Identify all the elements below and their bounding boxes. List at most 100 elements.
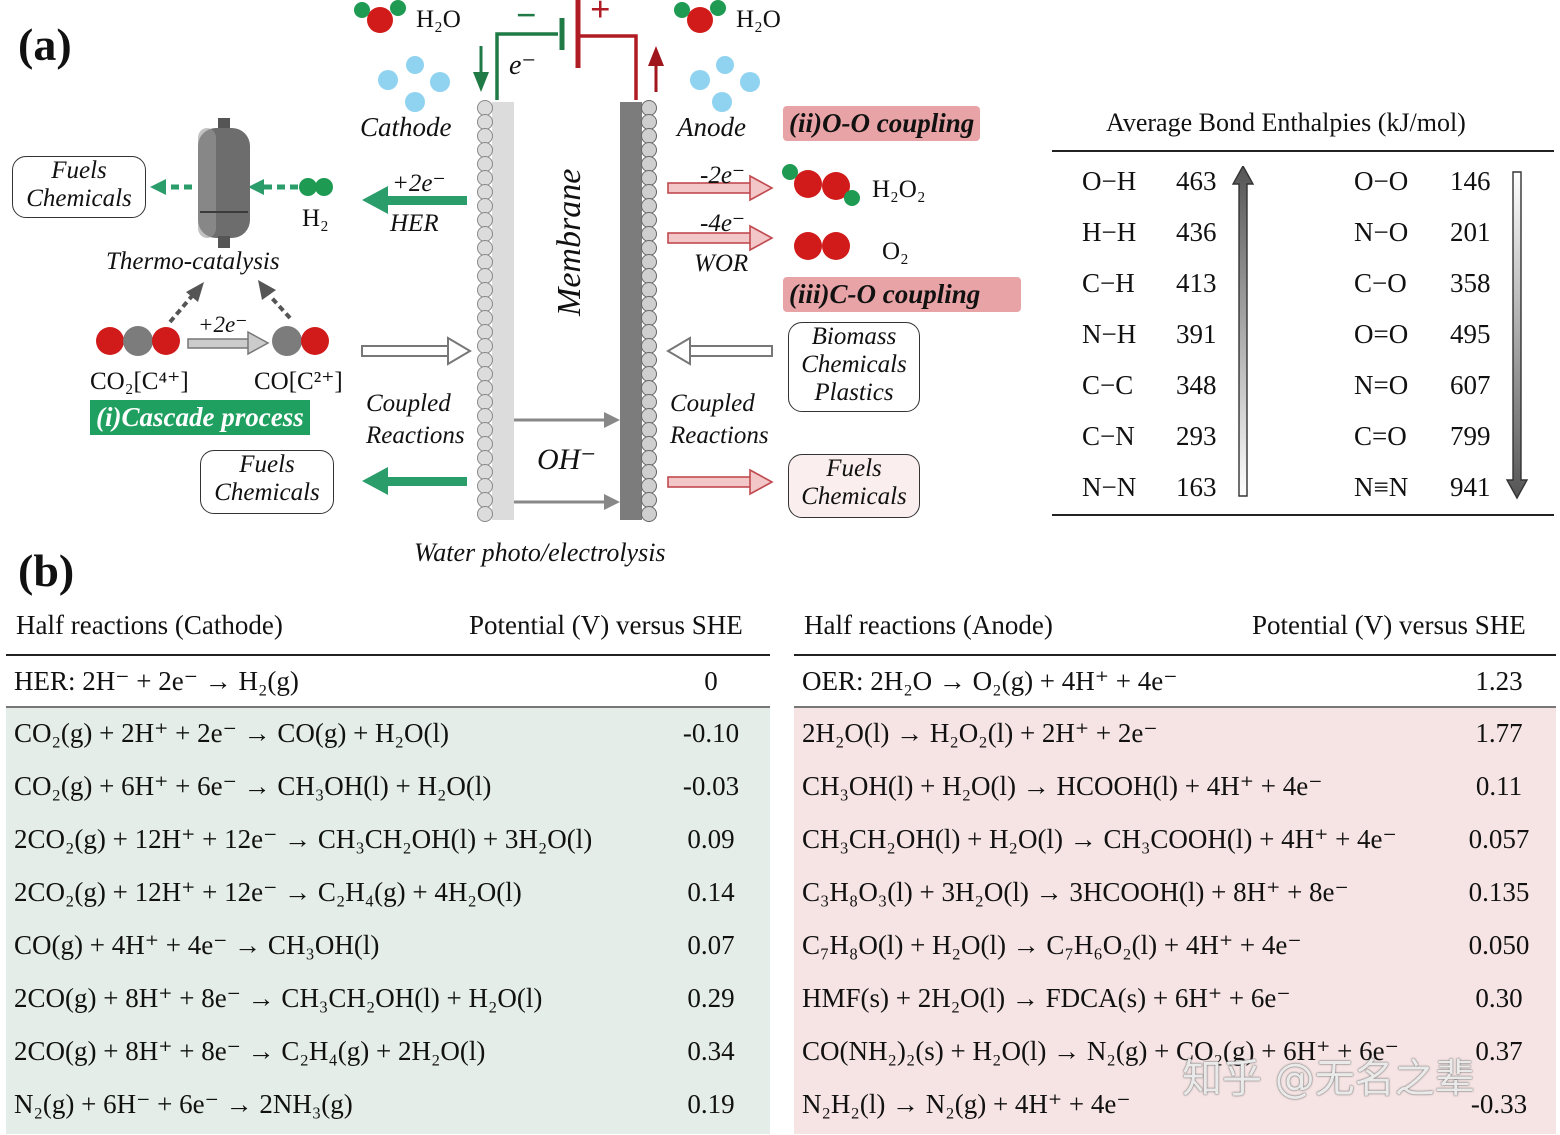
anode-surface-bump bbox=[641, 226, 657, 242]
anode-surface-bump bbox=[641, 282, 657, 298]
chemicals-text: Chemicals bbox=[214, 479, 320, 506]
coupled-reactions-right: Coupled Reactions bbox=[670, 388, 769, 452]
anode-potential-value: 1.77 bbox=[1475, 718, 1523, 748]
anode-potential-value: 0.30 bbox=[1475, 983, 1523, 1013]
cathode-surface-bump bbox=[477, 422, 493, 438]
cathode-surface-bump bbox=[477, 184, 493, 200]
cathode-header-left: Half reactions (Cathode) bbox=[16, 610, 283, 640]
h2-molecule bbox=[299, 178, 333, 196]
watermark: 知乎 @无名之辈 bbox=[1182, 1056, 1475, 1102]
cathode-reaction-row: CO₂(g) + 2H⁺ + 2e⁻ → CO(g) + H₂O(l) bbox=[14, 718, 449, 748]
cathode-surface-bump bbox=[477, 170, 493, 186]
anode-surface-bump bbox=[641, 492, 657, 508]
cathode-surface-bump bbox=[477, 114, 493, 130]
bond-right-5: C=O bbox=[1354, 421, 1407, 451]
bond-value-left-6: 163 bbox=[1176, 472, 1217, 502]
o2-arrow bbox=[667, 224, 774, 252]
anode-header-left: Half reactions (Anode) bbox=[804, 610, 1053, 640]
bond-value-right-4: 607 bbox=[1450, 370, 1491, 400]
cathode-surface-bump bbox=[477, 156, 493, 172]
water-molecule-left bbox=[354, 0, 406, 33]
membrane-label: Membrane bbox=[551, 168, 588, 316]
co2-to-co-electron-label: +2e⁻ bbox=[198, 312, 248, 337]
cathode-header-right: Potential (V) versus SHE bbox=[469, 610, 743, 640]
h2-to-reactor-arrow bbox=[248, 179, 298, 195]
chemicals-text: Chemicals bbox=[801, 483, 907, 510]
anode-surface-bump bbox=[641, 506, 657, 522]
cathode-surface-bump bbox=[477, 464, 493, 480]
anode-surface-bump bbox=[641, 436, 657, 452]
co2-to-thermo-arrow bbox=[168, 282, 204, 324]
bond-right-2: C−O bbox=[1354, 268, 1407, 298]
anode-reaction-row: HMF(s) + 2H₂O(l) → FDCA(s) + 6H⁺ + 6e⁻ bbox=[802, 983, 1291, 1013]
anode-surface-bump bbox=[641, 310, 657, 326]
cathode-surface-bump bbox=[477, 394, 493, 410]
o2-label: O₂ bbox=[882, 238, 909, 265]
plus-sign: + bbox=[590, 0, 611, 29]
bond-left-6: N−N bbox=[1082, 472, 1137, 502]
cathode-potential-value: 0.29 bbox=[687, 983, 735, 1013]
water-droplets-left bbox=[378, 56, 450, 112]
fuels-text: Fuels bbox=[239, 451, 295, 478]
cathode-sub-rule bbox=[6, 706, 770, 708]
cathode-potential-value: 0.19 bbox=[687, 1089, 735, 1119]
her-arrow bbox=[362, 186, 467, 214]
enthalpy-top-rule bbox=[1052, 150, 1554, 152]
chemicals-text: Chemicals bbox=[801, 351, 907, 378]
h2-label: H₂ bbox=[302, 205, 329, 232]
o2-molecule bbox=[794, 232, 850, 260]
co2-label: CO₂[C⁴⁺] bbox=[90, 368, 189, 395]
cathode-surface-bump bbox=[477, 212, 493, 228]
water-droplets-right bbox=[690, 56, 760, 112]
cathode-surface-bump bbox=[477, 282, 493, 298]
fuels-text: Fuels bbox=[51, 157, 107, 184]
electron-down-arrow bbox=[473, 46, 489, 92]
cathode-surface-bump bbox=[477, 366, 493, 382]
cathode-shaded-area bbox=[6, 708, 770, 1134]
anode-surface-bump bbox=[641, 464, 657, 480]
co-to-thermo-arrow bbox=[258, 280, 292, 320]
water-label-right: H₂O bbox=[736, 6, 781, 33]
plastics-text: Plastics bbox=[814, 379, 894, 406]
wor-label: WOR bbox=[694, 250, 749, 277]
anode-surface-bump bbox=[641, 240, 657, 256]
her-label: HER bbox=[390, 210, 439, 237]
anode-surface-bump bbox=[641, 408, 657, 424]
cathode-potential-value: -0.03 bbox=[682, 771, 740, 801]
anode-surface-bump bbox=[641, 366, 657, 382]
bond-right-4: N=O bbox=[1354, 370, 1409, 400]
thermo-catalysis-label: Thermo-catalysis bbox=[106, 248, 280, 275]
anode-surface-bump bbox=[641, 352, 657, 368]
cathode-potential-value: 0.09 bbox=[687, 824, 735, 854]
anode-surface-bump bbox=[641, 114, 657, 130]
cathode-surface-bump bbox=[477, 128, 493, 144]
cathode-surface-bump bbox=[477, 436, 493, 452]
reactions-text: Reactions bbox=[366, 422, 465, 449]
cathode-surface-bump bbox=[477, 506, 493, 522]
cathode-electrode bbox=[477, 100, 514, 522]
anode-sub-rule bbox=[794, 706, 1556, 708]
h2o2-arrow bbox=[667, 174, 774, 202]
h2o2-molecule bbox=[782, 164, 860, 206]
minus-sign: − bbox=[516, 0, 537, 35]
bond-right-3: O=O bbox=[1354, 319, 1409, 349]
cathode-reaction-row: N₂(g) + 6H⁻ + 6e⁻ → 2NH₃(g) bbox=[14, 1089, 353, 1119]
cathode-table: Half reactions (Cathode) Potential (V) v… bbox=[6, 600, 770, 1135]
bond-value-left-3: 391 bbox=[1176, 319, 1217, 349]
bond-left-5: C−N bbox=[1082, 421, 1135, 451]
cascade-process-label: (i)Cascade process bbox=[90, 400, 310, 435]
biomass-text: Biomass bbox=[811, 323, 897, 350]
anode-surface-bump bbox=[641, 422, 657, 438]
bond-value-left-2: 413 bbox=[1176, 268, 1217, 298]
bond-value-right-6: 941 bbox=[1450, 472, 1491, 502]
bottom-caption: Water photo/electrolysis bbox=[414, 538, 666, 567]
electrolysis-diagram bbox=[96, 0, 860, 522]
reactor-to-fuels-arrow bbox=[150, 179, 192, 195]
anode-surface-bump bbox=[641, 324, 657, 340]
fuels-chemicals-box-left: Fuels Chemicals bbox=[200, 450, 334, 514]
cathode-surface-bump bbox=[477, 100, 493, 116]
coupled-reactions-left: Coupled Reactions bbox=[366, 388, 465, 452]
cathode-potential-value: 0.34 bbox=[687, 1036, 735, 1066]
cathode-surface-bump bbox=[477, 240, 493, 256]
bond-right-0: O−O bbox=[1354, 166, 1409, 196]
